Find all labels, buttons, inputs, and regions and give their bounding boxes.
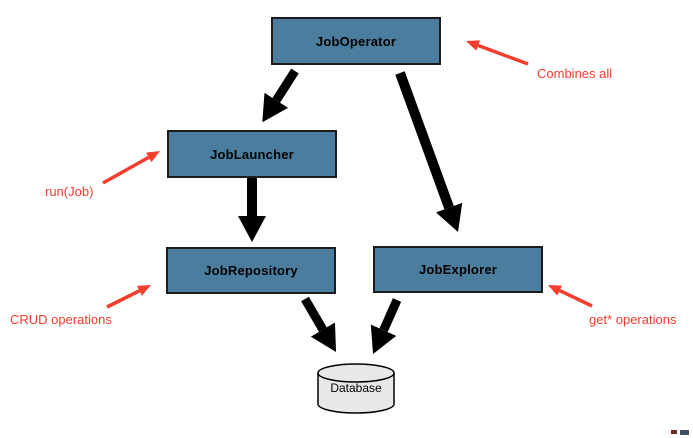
corner-mark-left <box>671 430 677 434</box>
annotation-arrow-combines-all <box>466 40 529 66</box>
node-jobrepository: JobRepository <box>166 247 336 294</box>
annotation-arrow-run-job <box>102 151 161 185</box>
corner-mark-right <box>680 430 689 435</box>
annotation-get-operations: get* operations <box>589 312 677 327</box>
edge-joboperator-jobexplorer <box>395 71 463 233</box>
database-label: Database <box>330 381 382 395</box>
annotation-arrow-crud-operations <box>106 284 152 309</box>
corner-mark <box>671 430 689 435</box>
annotation-crud-operations: CRUD operations <box>10 312 112 327</box>
node-jobexplorer-label: JobExplorer <box>418 262 498 277</box>
node-joblauncher: JobLauncher <box>167 130 337 178</box>
annotation-arrow-get-operations <box>547 285 593 308</box>
edge-jobrepository-database <box>301 296 337 353</box>
node-joblauncher-label: JobLauncher <box>210 146 294 162</box>
node-jobrepository-label: JobRepository <box>204 263 298 278</box>
edge-joboperator-joblauncher <box>262 68 299 123</box>
node-joboperator-label: JobOperator <box>315 33 397 49</box>
annotation-combines-all: Combines all <box>537 66 613 81</box>
database-cylinder-icon <box>317 363 395 414</box>
node-joboperator: JobOperator <box>271 17 441 65</box>
edge-jobexplorer-database <box>370 298 402 354</box>
annotation-run-job: run(Job) <box>45 184 94 199</box>
node-jobexplorer: JobExplorer <box>373 246 543 293</box>
